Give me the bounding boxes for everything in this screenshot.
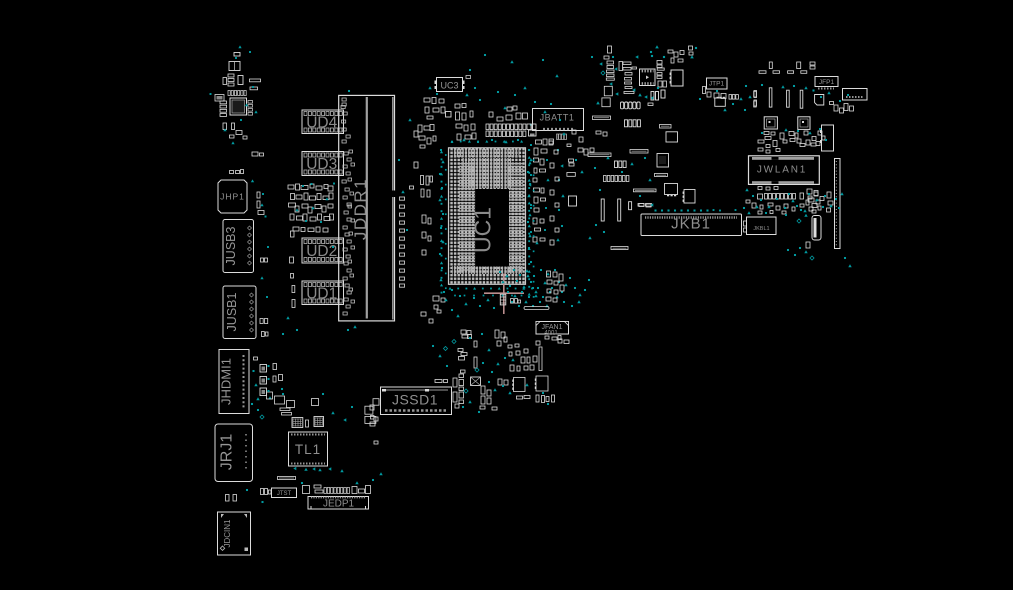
svg-text:JFAN1: JFAN1 [541, 324, 562, 331]
svg-text:UC3: UC3 [440, 81, 458, 91]
svg-text:TL1: TL1 [295, 442, 321, 457]
svg-text:JEDP1: JEDP1 [323, 499, 355, 510]
svg-text:UC1: UC1 [470, 207, 496, 253]
svg-text:JWLAN1: JWLAN1 [757, 165, 807, 176]
svg-text:UD3: UD3 [306, 156, 337, 173]
svg-text:UD4: UD4 [306, 114, 337, 131]
svg-text:JHDMI1: JHDMI1 [219, 358, 234, 405]
svg-text:JUSB3: JUSB3 [224, 227, 238, 266]
svg-text:JTST: JTST [277, 491, 292, 497]
svg-text:4001: 4001 [544, 331, 558, 337]
svg-text:JKBL1: JKBL1 [753, 226, 769, 232]
svg-text:JTP1: JTP1 [709, 81, 725, 88]
svg-text:JBATT1: JBATT1 [540, 113, 575, 123]
svg-text:JUSB1: JUSB1 [225, 293, 239, 332]
svg-text:JKB1: JKB1 [671, 216, 711, 233]
svg-text:JHP1: JHP1 [220, 192, 245, 202]
svg-text:JSSD1: JSSD1 [392, 392, 438, 408]
svg-text:UD1: UD1 [306, 285, 337, 302]
svg-text:JFP1: JFP1 [819, 79, 835, 86]
svg-text:UD2: UD2 [306, 243, 337, 260]
svg-text:JDCIN1: JDCIN1 [223, 519, 232, 548]
svg-text:JRJ1: JRJ1 [219, 434, 236, 471]
svg-text:JDDR1: JDDR1 [351, 178, 370, 240]
